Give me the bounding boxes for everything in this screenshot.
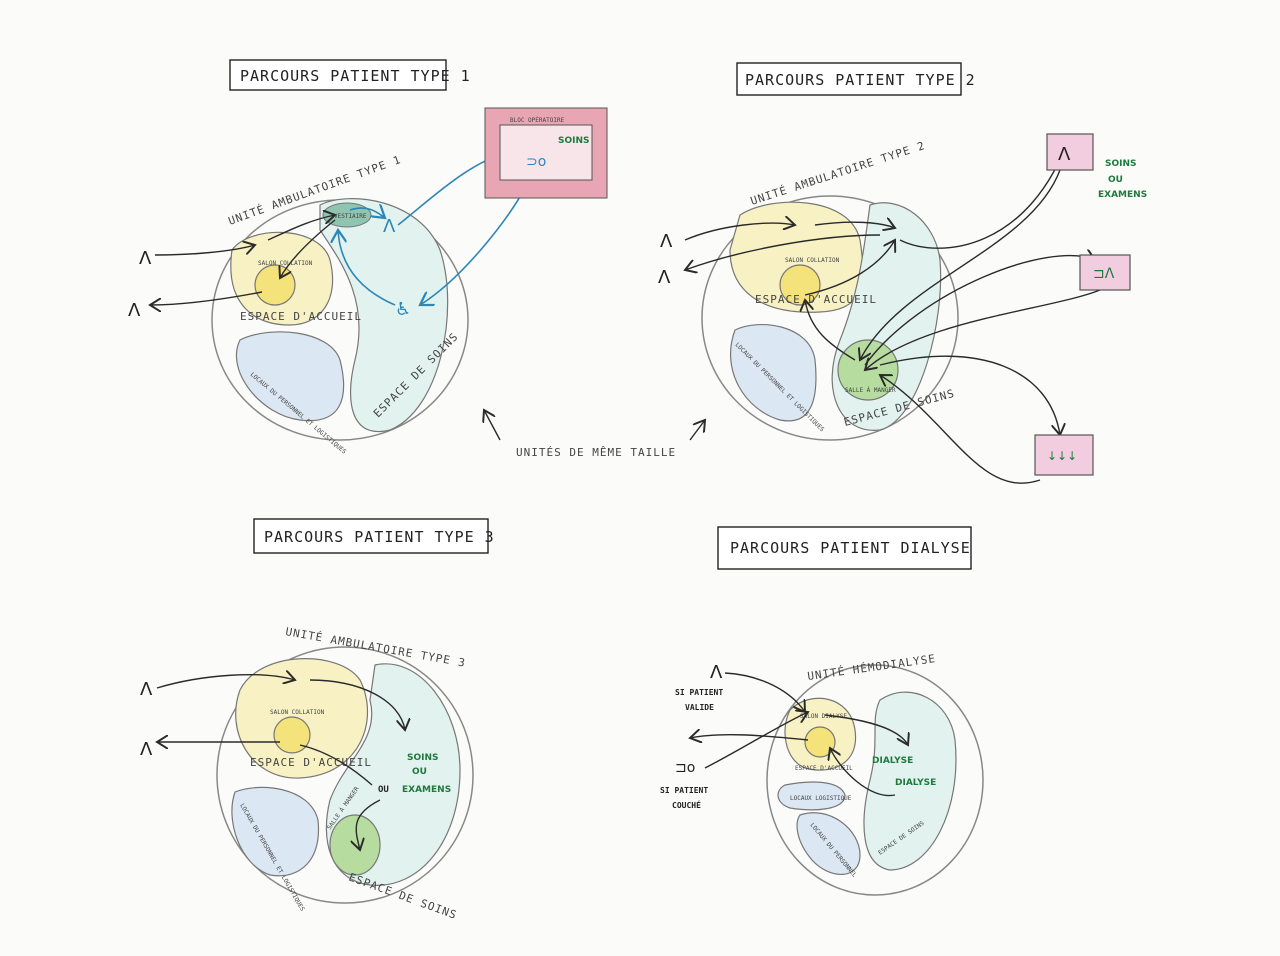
- svg-text:ESPACE D'ACCUEIL: ESPACE D'ACCUEIL: [755, 293, 877, 306]
- locaux-personnel: [730, 324, 817, 422]
- locaux-personnel: [235, 331, 345, 422]
- lying-patient-icon: ⊃o: [526, 154, 546, 170]
- svg-text:ᐱ: ᐱ: [140, 739, 153, 760]
- svg-text:OU: OU: [378, 785, 389, 795]
- svg-text:COUCHÉ: COUCHÉ: [672, 799, 701, 810]
- svg-text:BLOC OPÉRATOIRE: BLOC OPÉRATOIRE: [510, 116, 565, 124]
- svg-text:UNITÉ HÉMODIALYSE: UNITÉ HÉMODIALYSE: [807, 652, 937, 683]
- svg-text:SALON DIALYSE: SALON DIALYSE: [800, 713, 847, 720]
- patient-blue-icon: ᐱ: [383, 216, 396, 237]
- svg-text:ᐱ: ᐱ: [660, 231, 673, 252]
- svg-text:↓↓↓: ↓↓↓: [1047, 449, 1077, 463]
- svg-text:ᐱ: ᐱ: [1058, 144, 1071, 165]
- title-type2: PARCOURS PATIENT TYPE 2: [736, 62, 976, 96]
- svg-text:PARCOURS PATIENT TYPE 2: PARCOURS PATIENT TYPE 2: [745, 71, 976, 89]
- unit-dialyse: UNITÉ HÉMODIALYSE SALON DIALYSE ESPACE D…: [660, 652, 984, 896]
- svg-text:OU: OU: [412, 767, 427, 777]
- svg-text:SOINS: SOINS: [1105, 159, 1137, 169]
- svg-text:ᐱ: ᐱ: [710, 662, 723, 683]
- unit-type2: UNITÉ AMBULATOIRE TYPE 2 SALON COLLATION…: [658, 133, 1147, 484]
- svg-text:EXAMENS: EXAMENS: [402, 785, 451, 795]
- patient-out-icon: ᐱ: [128, 300, 141, 321]
- svg-text:ESPACE D'ACCUEIL: ESPACE D'ACCUEIL: [240, 310, 362, 323]
- svg-text:VALIDE: VALIDE: [685, 703, 714, 712]
- salon-dialyse: [804, 726, 836, 758]
- svg-text:SALON COLLATION: SALON COLLATION: [270, 709, 325, 716]
- svg-text:VESTIAIRE: VESTIAIRE: [334, 213, 367, 220]
- svg-text:UNITÉ AMBULATOIRE TYPE 2: UNITÉ AMBULATOIRE TYPE 2: [749, 139, 927, 208]
- svg-text:OU: OU: [1108, 175, 1123, 185]
- bloc-operatoire: BLOC OPÉRATOIRE SOINS ⊃o: [484, 107, 608, 199]
- soins-room-3: [1034, 434, 1094, 476]
- svg-text:SI PATIENT: SI PATIENT: [660, 786, 708, 795]
- svg-text:SALON COLLATION: SALON COLLATION: [785, 257, 840, 264]
- lying-patient-icon: ⊐o: [675, 760, 695, 776]
- svg-text:ᐱ: ᐱ: [658, 267, 671, 288]
- svg-text:ESPACE D'ACCUEIL: ESPACE D'ACCUEIL: [795, 765, 853, 772]
- locaux-personnel: [796, 812, 861, 875]
- unit-type3: UNITÉ AMBULATOIRE TYPE 3 SALON COLLATION…: [140, 625, 474, 922]
- svg-text:ESPACE D'ACCUEIL: ESPACE D'ACCUEIL: [250, 756, 372, 769]
- title-dialyse: PARCOURS PATIENT DIALYSE: [717, 526, 972, 570]
- espace-soins: [319, 198, 449, 433]
- svg-text:PARCOURS PATIENT TYPE 1: PARCOURS PATIENT TYPE 1: [240, 67, 471, 85]
- salle-a-manger: [329, 814, 381, 876]
- svg-text:⊐ᐱ: ⊐ᐱ: [1093, 266, 1115, 282]
- unit-type1: UNITÉ AMBULATOIRE TYPE 1 SALON COLLATION…: [128, 150, 533, 456]
- soins-room-1: [1046, 133, 1094, 171]
- svg-text:SALON COLLATION: SALON COLLATION: [258, 260, 313, 267]
- locaux-personnel: [231, 786, 320, 877]
- soins-room-2: [1079, 254, 1131, 291]
- espace-soins: [863, 691, 957, 871]
- title-type3: PARCOURS PATIENT TYPE 3: [253, 518, 495, 554]
- svg-text:SOINS: SOINS: [407, 753, 439, 763]
- espace-accueil: [235, 658, 369, 779]
- svg-text:PARCOURS PATIENT DIALYSE: PARCOURS PATIENT DIALYSE: [730, 539, 971, 557]
- svg-text:SI PATIENT: SI PATIENT: [675, 688, 723, 697]
- svg-text:SALLE À MANGER: SALLE À MANGER: [845, 387, 896, 394]
- salon-collation: [273, 716, 311, 754]
- svg-text:DIALYSE: DIALYSE: [895, 778, 936, 788]
- svg-text:EXAMENS: EXAMENS: [1098, 190, 1147, 200]
- svg-text:UNITÉS DE MÊME TAILLE: UNITÉS DE MÊME TAILLE: [516, 446, 676, 459]
- same-size-note: UNITÉS DE MÊME TAILLE: [484, 410, 705, 459]
- patient-in-icon: ᐱ: [139, 248, 152, 269]
- svg-text:LOCAUX LOGISTIQUE: LOCAUX LOGISTIQUE: [790, 795, 852, 802]
- svg-text:DIALYSE: DIALYSE: [872, 756, 913, 766]
- salon-collation: [254, 264, 296, 306]
- svg-text:SOINS: SOINS: [558, 136, 590, 146]
- locaux-logistique: [777, 781, 846, 811]
- seated-patient-icon: ♿: [395, 299, 411, 320]
- title-type1: PARCOURS PATIENT TYPE 1: [229, 59, 471, 91]
- svg-text:PARCOURS PATIENT TYPE 3: PARCOURS PATIENT TYPE 3: [264, 528, 495, 546]
- svg-text:ᐱ: ᐱ: [140, 679, 153, 700]
